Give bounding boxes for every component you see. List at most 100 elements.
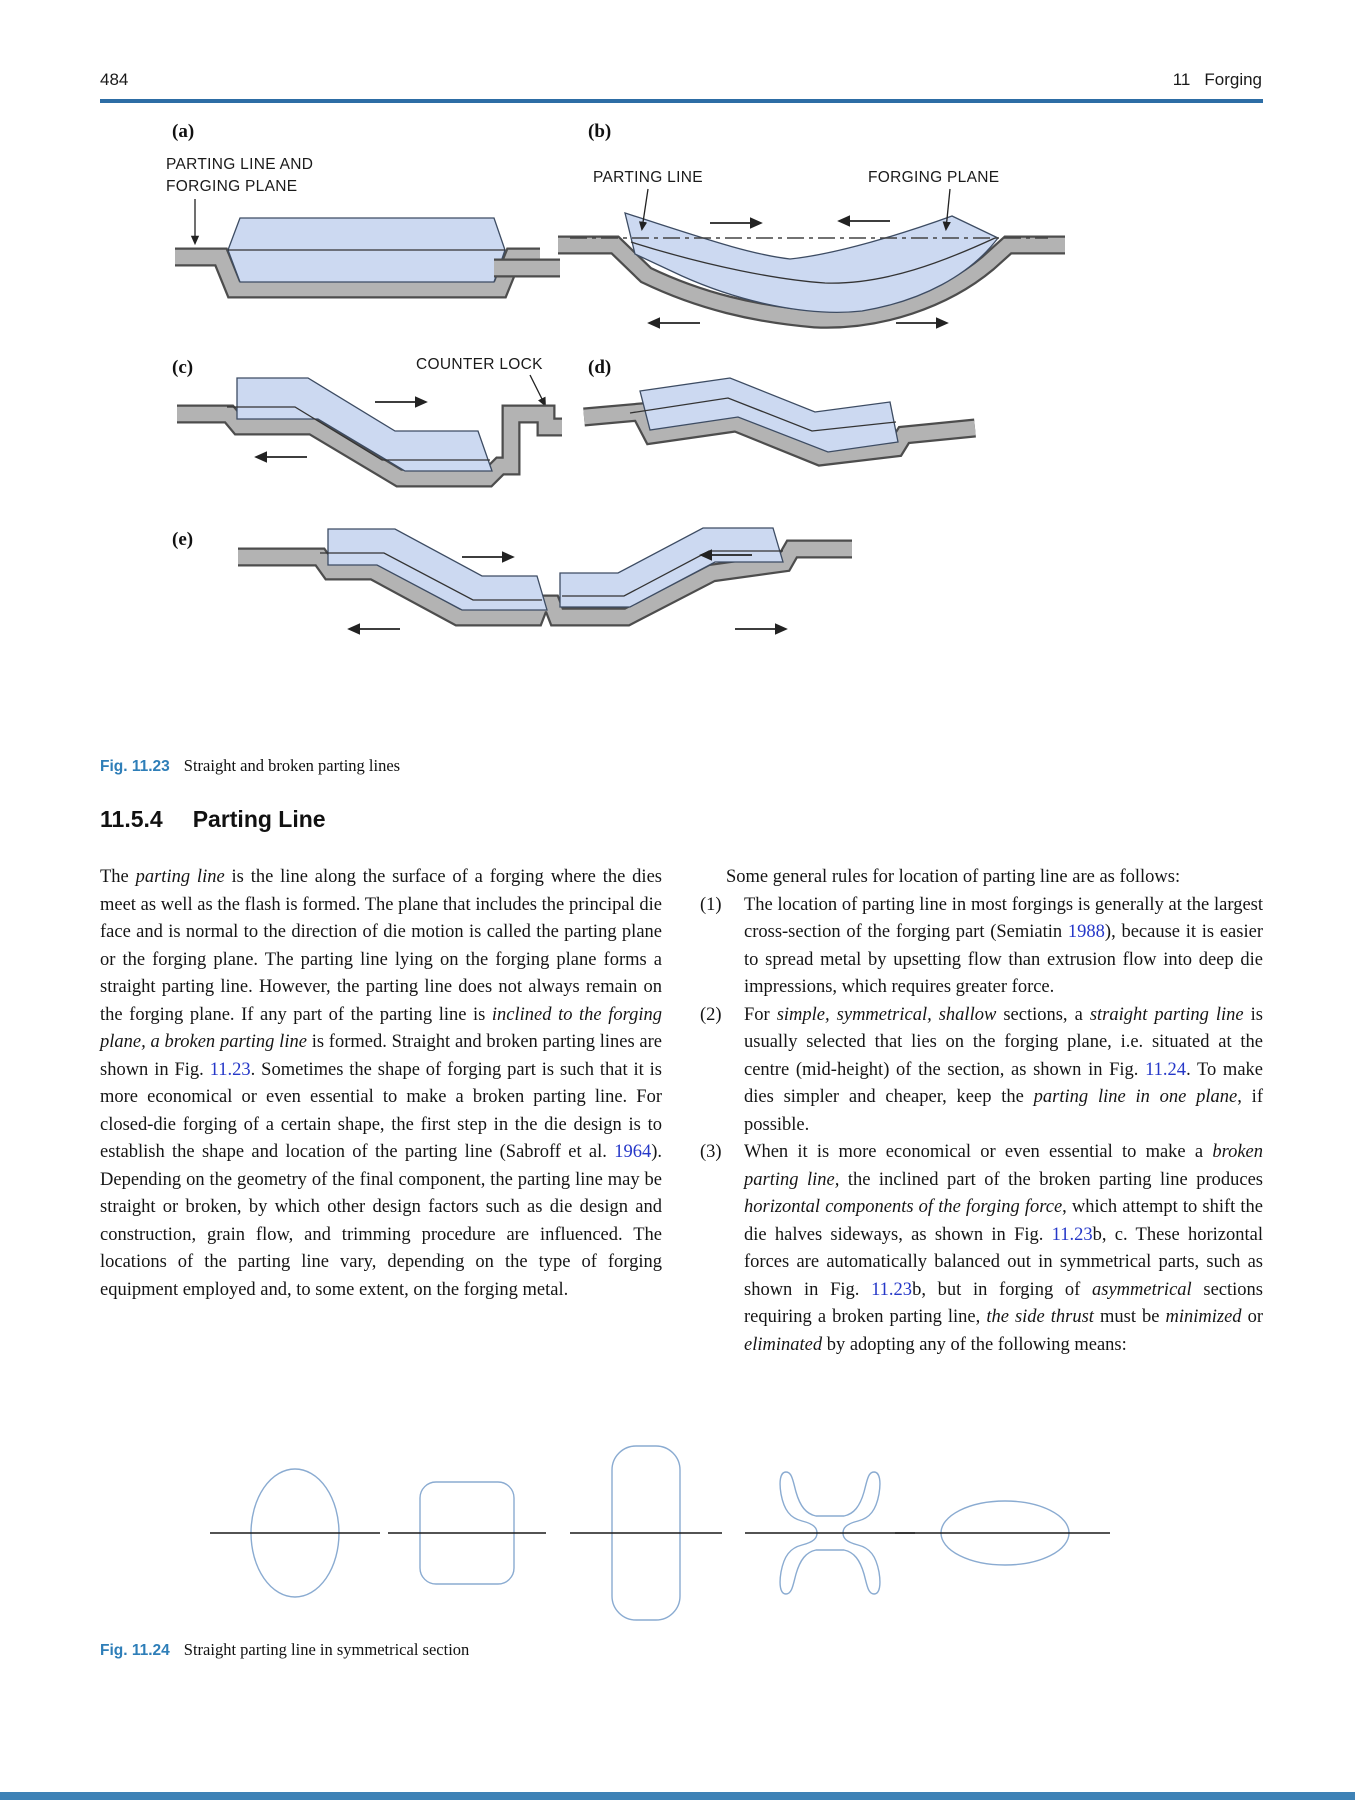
text-segment: . Sometimes the shape of forging part is… bbox=[100, 1059, 662, 1163]
cross-reference-link[interactable]: 1964 bbox=[614, 1142, 652, 1162]
figure-11-23-caption: Fig. 11.23 Straight and broken parting li… bbox=[100, 756, 1260, 776]
figure-11-24-diagram bbox=[210, 1445, 1110, 1621]
text-segment: by adopting any of the following means: bbox=[822, 1334, 1127, 1355]
i-beam-section bbox=[779, 1471, 881, 1595]
forging-billet-right bbox=[559, 527, 784, 608]
subfigure-d: (d) bbox=[583, 357, 976, 467]
annotation-forging-plane: FORGING PLANE bbox=[868, 169, 999, 186]
label-pointer-arrow bbox=[529, 374, 546, 407]
chapter-number: 11 bbox=[1172, 70, 1191, 89]
subfigure-a-label: (a) bbox=[172, 121, 194, 142]
text-segment: , which attempt to shift the die halves … bbox=[744, 1197, 1263, 1245]
right-column: Some general rules for location of parti… bbox=[700, 864, 1263, 1359]
text-segment: b, but in forging of bbox=[912, 1279, 1092, 1300]
broken-parting-line bbox=[630, 237, 996, 284]
subfigure-e: (e) bbox=[172, 527, 852, 635]
text-segment: sections, a bbox=[996, 1004, 1090, 1025]
annotation-forging-plane-a: FORGING PLANE bbox=[166, 178, 297, 195]
list-item-number: (3) bbox=[700, 1142, 722, 1162]
text-segment: is usually selected that lies on the for… bbox=[744, 1004, 1263, 1080]
text-segment: For bbox=[744, 1004, 777, 1025]
text-segment: , if possible. bbox=[744, 1087, 1263, 1135]
label-pointer-arrow bbox=[638, 188, 649, 232]
symmetrical-section-i-beam bbox=[745, 1471, 915, 1595]
broken-parting-line-right bbox=[562, 550, 783, 597]
text-segment: minimized bbox=[1165, 1307, 1242, 1327]
cross-reference-link[interactable]: 11.24 bbox=[1145, 1059, 1187, 1080]
text-segment: is formed. Straight and broken parting l… bbox=[100, 1032, 662, 1080]
list-item-text: For simple, symmetrical, shallow section… bbox=[744, 1002, 1263, 1140]
text-segment: b, c. These horizontal forces are automa… bbox=[744, 1224, 1263, 1300]
body-paragraph: Some general rules for location of parti… bbox=[700, 864, 1263, 892]
annotation-parting-line-and: PARTING LINE AND bbox=[166, 156, 313, 173]
figure-11-23-diagram: (a) PARTING LINE AND FORGING PLANE (b) P… bbox=[166, 121, 1065, 635]
subfigure-d-label: (d) bbox=[588, 357, 611, 378]
broken-parting-line bbox=[227, 406, 490, 461]
forging-billet bbox=[236, 377, 493, 472]
page-number: 484 bbox=[100, 70, 129, 89]
list-item-number: (2) bbox=[700, 1004, 722, 1025]
text-segment: When it is more economical or even essen… bbox=[744, 1142, 1213, 1162]
subfigure-b-label: (b) bbox=[588, 121, 611, 142]
numbered-list-item: (2) For simple, symmetrical, shallow sec… bbox=[700, 1002, 1263, 1140]
text-segment: or bbox=[1241, 1307, 1263, 1327]
text-segment: inclined to the forging plane, a broken … bbox=[100, 1004, 662, 1053]
subfigure-a: (a) PARTING LINE AND FORGING PLANE bbox=[166, 121, 540, 299]
cross-reference-link[interactable]: 11.23 bbox=[871, 1279, 913, 1300]
symmetrical-section-horizontal-ellipse bbox=[895, 1500, 1110, 1566]
text-segment: is the line along the surface of a forgi… bbox=[100, 867, 662, 1025]
section-title: Parting Line bbox=[192, 806, 326, 832]
text-segment: horizontal components of the forging for… bbox=[744, 1197, 1063, 1217]
left-column: The parting line is the line along the s… bbox=[100, 864, 662, 1304]
text-segment: The bbox=[100, 867, 136, 887]
die bbox=[558, 237, 1065, 327]
body-paragraph: The parting line is the line along the s… bbox=[100, 864, 662, 1304]
die bbox=[583, 404, 976, 465]
text-segment: ). Depending on the geometry of the fina… bbox=[100, 1142, 662, 1300]
die-pair bbox=[238, 541, 852, 625]
figure-caption-text: Straight and broken parting lines bbox=[183, 756, 401, 775]
die bbox=[175, 249, 540, 297]
chapter-title: Forging bbox=[1204, 70, 1262, 89]
broken-parting-line-left bbox=[320, 552, 542, 601]
numbered-list-item: (3) When it is more economical or even e… bbox=[700, 1139, 1263, 1359]
text-segment: the side thrust bbox=[986, 1307, 1094, 1327]
text-segment: simple, symmetrical, shallow bbox=[776, 1004, 997, 1025]
figure-caption-label: Fig. 11.24 bbox=[100, 1642, 170, 1659]
text-segment: broken parting line, bbox=[744, 1142, 1263, 1190]
cross-reference-link[interactable]: 11.23 bbox=[1051, 1224, 1093, 1245]
die-with-counter-lock bbox=[177, 406, 562, 486]
cross-reference-link[interactable]: 11.23 bbox=[209, 1059, 251, 1080]
symmetrical-section-vertical-oval bbox=[210, 1468, 380, 1598]
subfigure-c-label: (c) bbox=[172, 357, 193, 378]
list-item-text: The location of parting line in most for… bbox=[744, 892, 1263, 1002]
figure-caption-label: Fig. 11.23 bbox=[100, 758, 170, 775]
list-item-text: When it is more economical or even essen… bbox=[744, 1139, 1263, 1359]
text-segment: the inclined part of the broken parting … bbox=[839, 1169, 1263, 1190]
list-item-number: (1) bbox=[700, 894, 722, 915]
subfigure-b: (b) PARTING LINE FORGING PLANE bbox=[494, 121, 1065, 329]
text-segment: ), because it is easier to spread metal … bbox=[744, 922, 1263, 997]
figure-caption-text: Straight parting line in symmetrical sec… bbox=[183, 1640, 470, 1659]
forging-billet bbox=[639, 377, 899, 453]
symmetrical-section-tall-rectangle bbox=[570, 1445, 722, 1621]
cross-reference-link[interactable]: 1988 bbox=[1067, 922, 1105, 942]
text-segment: asymmetrical bbox=[1092, 1279, 1192, 1300]
text-segment: sections requiring a broken parting line… bbox=[744, 1279, 1263, 1328]
text-segment: The location of parting line in most for… bbox=[744, 894, 1263, 943]
text-segment: parting line bbox=[135, 867, 225, 887]
figure-11-24-caption: Fig. 11.24 Straight parting line in symme… bbox=[100, 1640, 1260, 1660]
text-segment: straight parting line bbox=[1089, 1004, 1244, 1025]
running-head: 11 Forging bbox=[1173, 70, 1262, 90]
annotation-parting-line: PARTING LINE bbox=[593, 169, 703, 186]
text-segment: parting line in one plane bbox=[1033, 1087, 1238, 1107]
text-segment: Some general rules for location of parti… bbox=[726, 867, 1181, 887]
next-page-edge-rule bbox=[0, 1792, 1355, 1800]
subfigure-e-label: (e) bbox=[172, 529, 193, 550]
text-segment: . To make dies simpler and cheaper, keep… bbox=[744, 1059, 1263, 1108]
annotation-counter-lock: COUNTER LOCK bbox=[416, 356, 543, 373]
broken-parting-line bbox=[629, 397, 897, 432]
symmetrical-section-rounded-square bbox=[388, 1481, 546, 1585]
